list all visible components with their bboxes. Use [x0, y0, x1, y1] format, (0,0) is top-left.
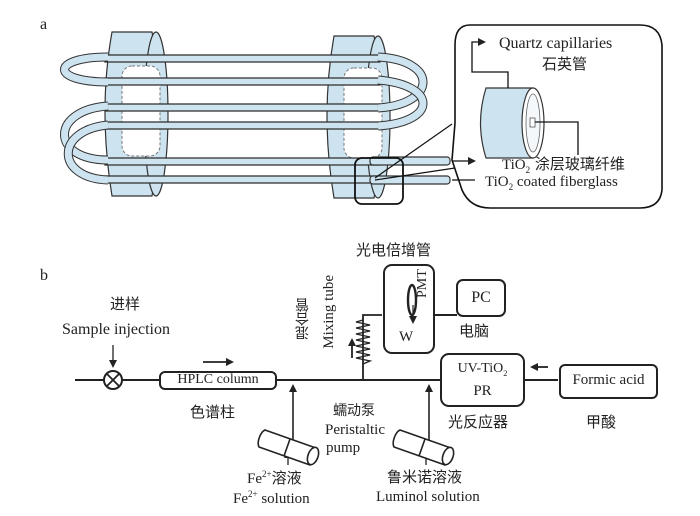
pump-label-cn: 蠕动泵 — [333, 403, 375, 419]
hplc-column-label-cn: 色谱柱 — [190, 403, 236, 421]
formic-acid-label-cn: 甲酸 — [586, 413, 617, 431]
formic-acid-label: Formic acid — [572, 372, 645, 388]
solution-cn-text: 溶液 — [271, 469, 302, 487]
pmt-label-cn: 光电倍增管 — [356, 241, 432, 259]
left-ring — [104, 31, 169, 197]
capillary-loops-left — [60, 52, 109, 185]
pump-label-line2: pump — [326, 440, 361, 456]
fiberglass-en-text: coated fiberglass — [513, 174, 618, 190]
panel-b-label: b — [40, 267, 48, 284]
tio2-subscript: 2 — [525, 165, 531, 175]
mixing-coil — [355, 319, 373, 365]
reactor-label-text: UV-TiO — [457, 361, 504, 376]
fe-solution-label-cn: Fe2+溶液 — [247, 470, 302, 487]
reactor-label-cn: 光反应器 — [448, 413, 509, 431]
callout-bubble — [451, 24, 663, 209]
tio2-subscript: 2 — [508, 182, 514, 192]
luminol-solution-label-cn: 鲁米诺溶液 — [387, 468, 463, 486]
pc-label-cn: 电脑 — [459, 322, 490, 340]
fe-text: Fe — [233, 491, 248, 507]
formic-acid-box — [559, 364, 658, 399]
pump-luminol — [392, 429, 455, 466]
tio2-text: TiO — [502, 157, 526, 173]
fe-superscript: 2+ — [248, 489, 258, 499]
reactor-label-line2: PR — [473, 383, 492, 399]
capillary-cylinder — [479, 87, 545, 159]
tio2-fiberglass-label-cn: TiO2 涂层玻璃纤维 — [502, 157, 625, 175]
waste-label: W — [399, 329, 414, 345]
quartz-capillaries-label: Quartz capillaries — [499, 35, 613, 52]
quartz-leader — [471, 38, 509, 88]
zoom-region-box — [354, 157, 404, 205]
capillary-loops-right — [377, 52, 428, 131]
fiberglass-cn-text: 涂层玻璃纤维 — [530, 155, 625, 173]
luminol-solution-label: Luminol solution — [376, 489, 480, 505]
sample-injection-label-cn: 进样 — [110, 295, 141, 313]
solution-en-text: solution — [257, 491, 310, 507]
fe-superscript: 2+ — [262, 469, 272, 479]
fiberglass-leader — [535, 121, 579, 155]
fe-solution-label: Fe2+ solution — [233, 490, 310, 507]
mixing-tube-label-cn: 混合管 — [295, 298, 311, 340]
sample-injection-label: Sample injection — [62, 321, 170, 338]
tio2-fiberglass-label-en: TiO2 coated fiberglass — [485, 175, 618, 192]
hplc-column-label: HPLC column — [177, 372, 259, 387]
injection-valve — [103, 370, 123, 390]
reactor-box — [440, 353, 525, 407]
pmt-label: PMT — [415, 269, 430, 298]
reactor-label-line1: UV-TiO2 — [441, 362, 524, 378]
pump-label-line1: Peristaltic — [325, 422, 385, 438]
pc-label: PC — [471, 289, 491, 306]
panel-a-label: a — [40, 16, 48, 33]
pump-fe — [257, 429, 320, 466]
reactor-label-subscript: 2 — [503, 368, 508, 378]
fe-text: Fe — [247, 471, 262, 487]
tio2-text: TiO — [485, 174, 509, 190]
hplc-column-box — [159, 371, 277, 390]
mixing-tube-label: Mixing tube — [321, 275, 337, 349]
pc-box — [456, 279, 506, 317]
quartz-capillaries-label-cn: 石英管 — [542, 55, 588, 73]
